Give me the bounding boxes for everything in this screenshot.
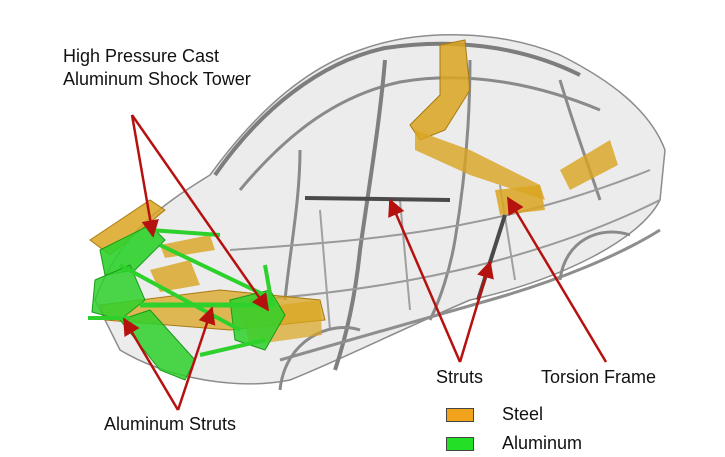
arrow-struts-left: [388, 198, 462, 363]
shock-tower-label: High Pressure Cast Aluminum Shock Tower: [63, 45, 251, 91]
shock-tower-label-line2: Aluminum Shock Tower: [63, 69, 251, 89]
legend-label-aluminum: Aluminum: [502, 433, 583, 453]
legend-label-steel: Steel: [502, 404, 544, 424]
torsion-frame-label: Torsion Frame: [541, 367, 657, 387]
arrow-aluminum-struts-right: [176, 306, 216, 411]
aluminum-struts-label: Aluminum Struts: [104, 414, 237, 434]
arrow-shock-tower-left: [130, 114, 159, 238]
arrow-shock-tower-right: [130, 114, 270, 312]
arrow-struts-right: [458, 260, 494, 363]
arrow-aluminum-struts-left: [122, 317, 180, 411]
callout-arrows: [122, 114, 608, 411]
struts-label: Struts: [436, 367, 484, 387]
shock-tower-label-line1: High Pressure Cast: [63, 46, 220, 66]
legend-swatch-steel: [446, 408, 474, 422]
legend-swatch-aluminum: [446, 437, 474, 451]
arrow-torsion-frame: [506, 196, 608, 363]
